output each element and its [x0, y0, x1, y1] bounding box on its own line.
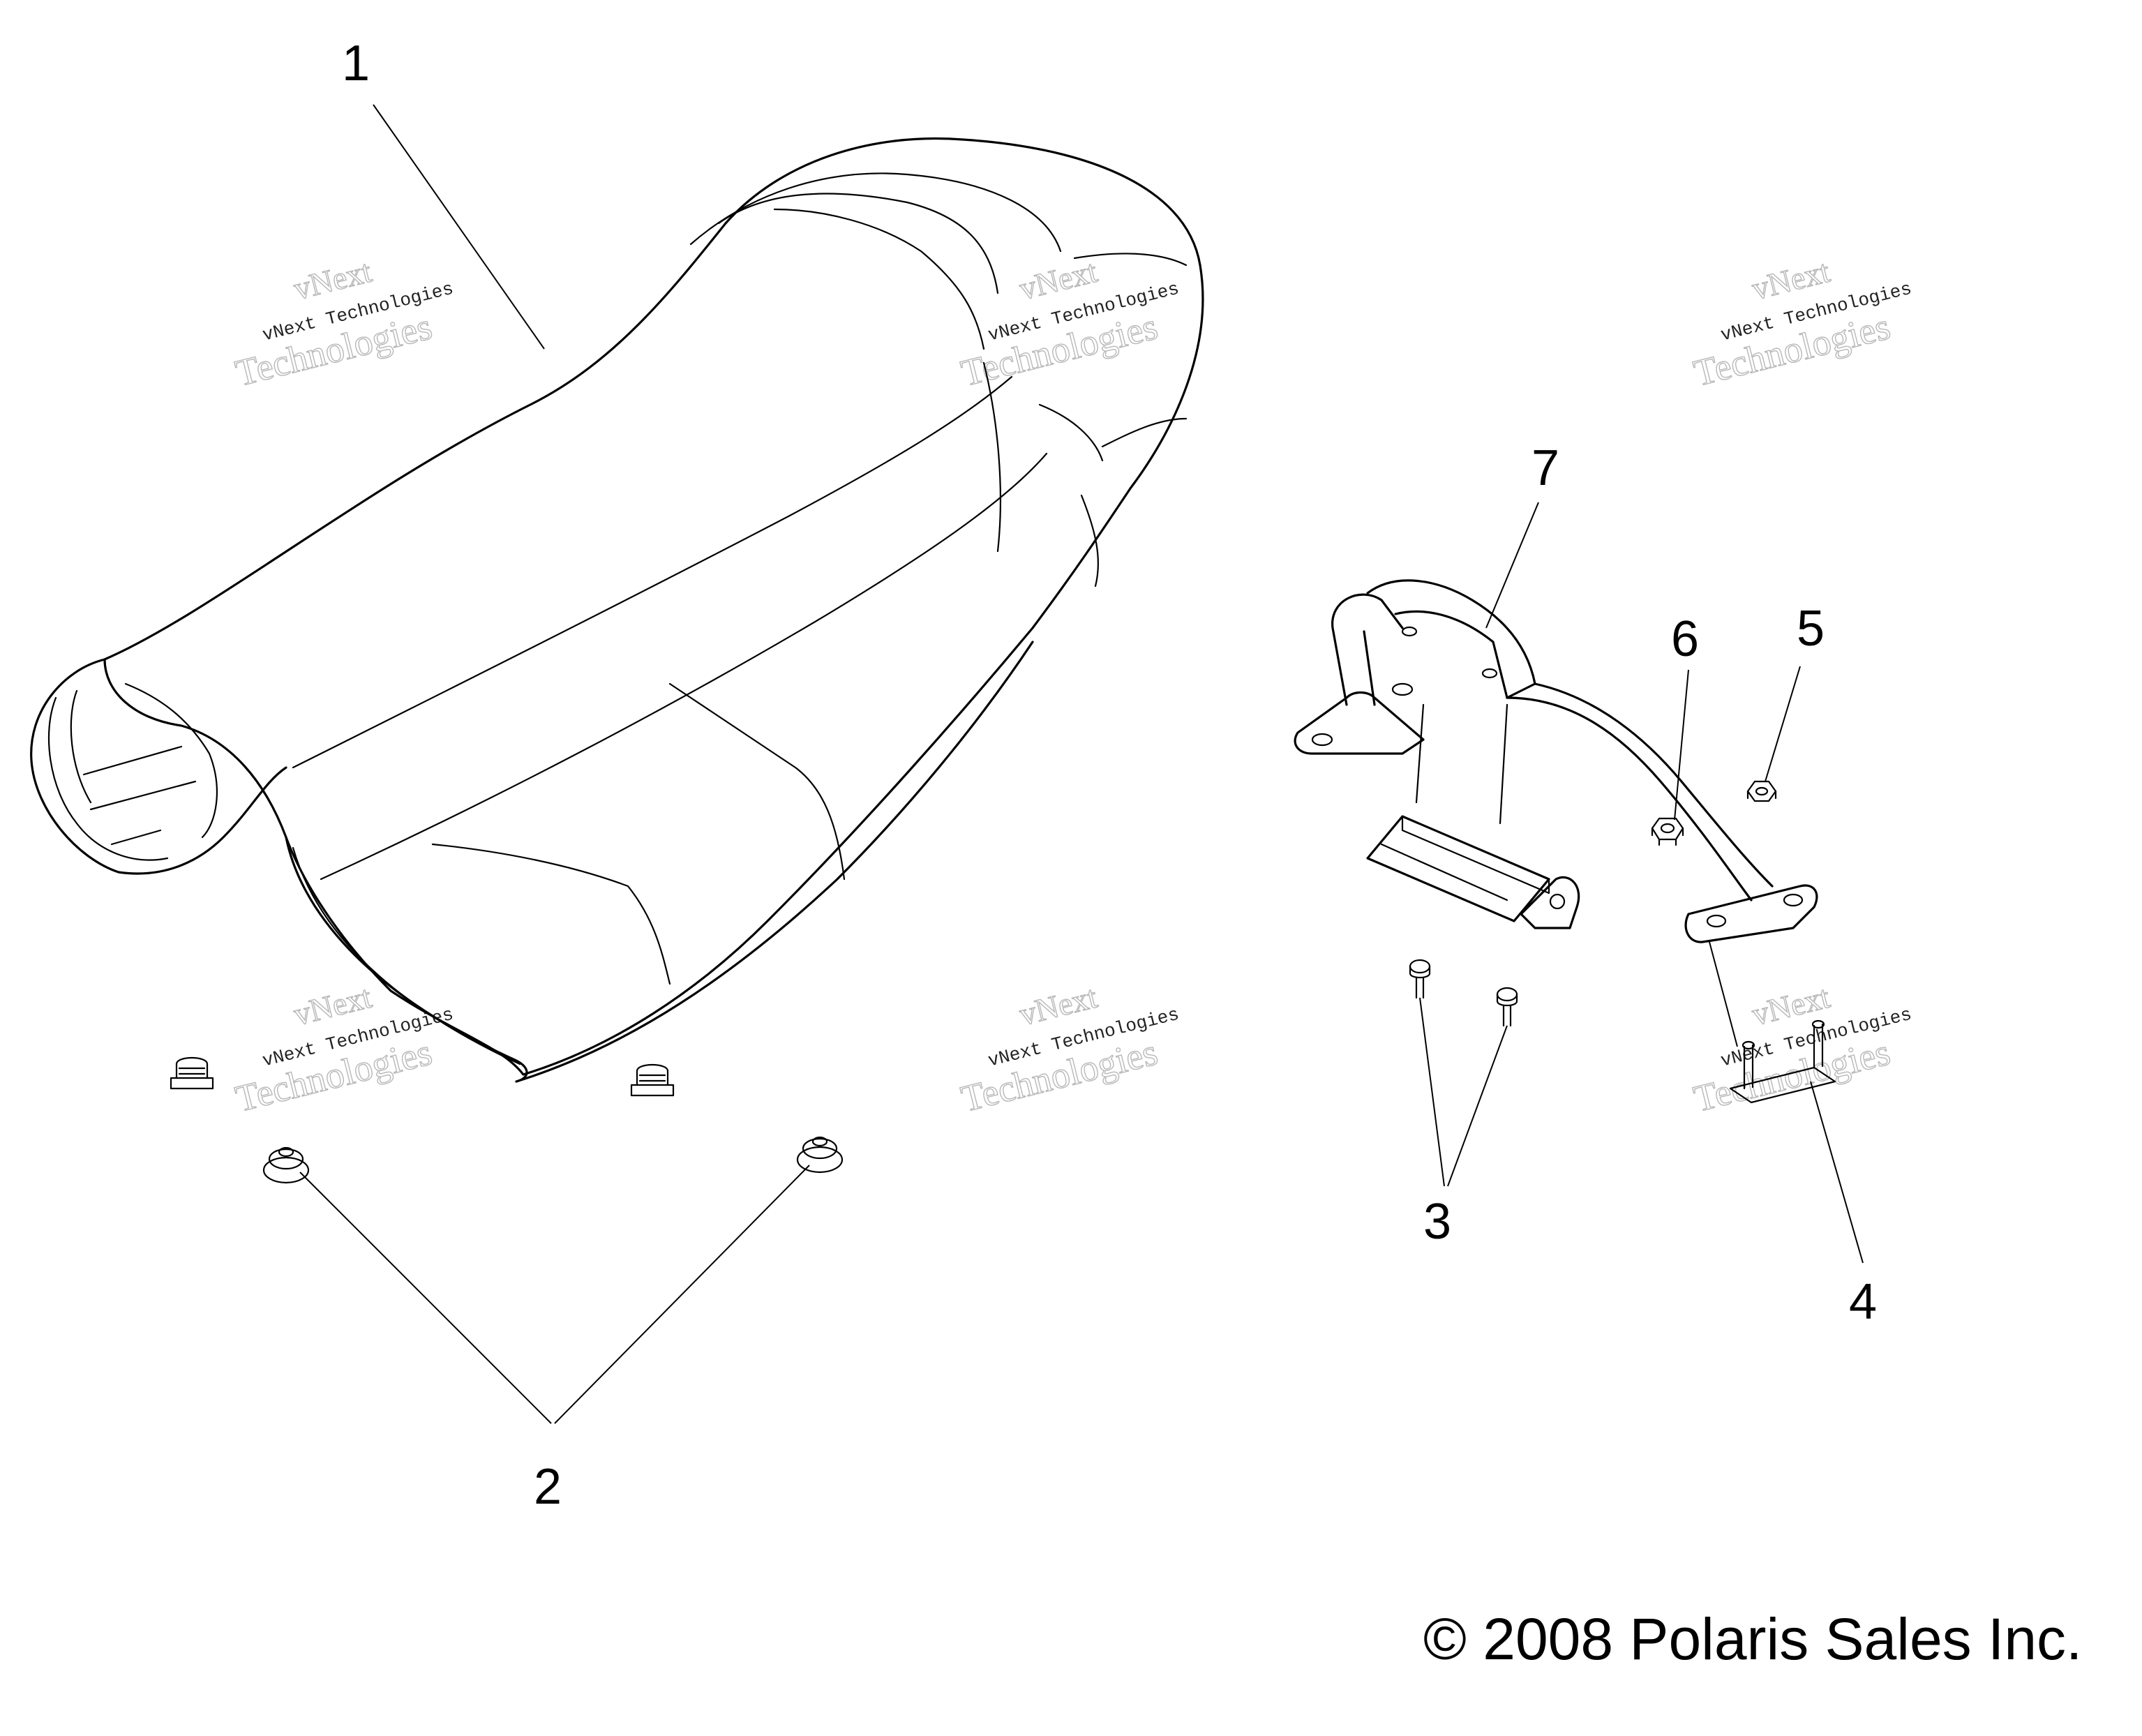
- leader-lines: [299, 104, 1864, 1424]
- grommet-1: [170, 1057, 214, 1090]
- leader-2a: [299, 1172, 552, 1424]
- grommet-4: [796, 1136, 844, 1174]
- svg-text:vNext: vNext: [1016, 979, 1101, 1033]
- svg-text:vNext: vNext: [1748, 979, 1834, 1033]
- leader-1: [373, 104, 545, 350]
- callout-6: 6: [1671, 611, 1699, 667]
- callout-3: 3: [1423, 1194, 1451, 1250]
- leader-3a: [1419, 997, 1445, 1187]
- leader-6: [1674, 669, 1689, 821]
- leader-4: [1810, 1081, 1864, 1264]
- grommet-3: [262, 1146, 310, 1184]
- watermark-mid-left: vNext vNext Technologies Technologies: [231, 978, 456, 1121]
- copyright-notice: © 2008 Polaris Sales Inc.: [1423, 1606, 2082, 1672]
- bolt-3a: [1409, 959, 1431, 999]
- callout-4: 4: [1849, 1274, 1877, 1330]
- svg-text:vNext: vNext: [1016, 253, 1101, 307]
- watermark-top-right: vNext vNext Technologies Technologies: [1689, 253, 1914, 395]
- svg-text:vNext: vNext: [290, 979, 375, 1033]
- grommets: [170, 1057, 844, 1184]
- leader-7: [1485, 502, 1539, 629]
- leader-5: [1765, 666, 1801, 782]
- leader-3b: [1447, 1025, 1508, 1187]
- watermark-top-center: vNext vNext Technologies Technologies: [957, 253, 1181, 395]
- callout-7: 7: [1531, 440, 1559, 496]
- bolt-3b: [1496, 987, 1518, 1027]
- callout-5: 5: [1797, 601, 1825, 657]
- grommet-2: [630, 1064, 675, 1097]
- leader-2b: [554, 1165, 810, 1424]
- seat-assembly: [30, 137, 1204, 1083]
- svg-text:vNext: vNext: [1748, 253, 1834, 307]
- callout-1: 1: [342, 36, 370, 91]
- callout-2: 2: [534, 1459, 562, 1515]
- callouts: 1 2 3 4 5 6 7: [342, 36, 1877, 1515]
- nut-5: [1746, 780, 1777, 802]
- svg-text:vNext: vNext: [290, 253, 375, 307]
- watermark-top-left: vNext vNext Technologies Technologies: [231, 253, 456, 395]
- stud-plate-4: [1729, 1019, 1836, 1104]
- nut-6: [1651, 817, 1684, 846]
- watermark-mid-center: vNext vNext Technologies Technologies: [957, 978, 1181, 1121]
- grab-rail-bracket: [1294, 579, 1818, 943]
- watermark-mid-right: vNext vNext Technologies Technologies: [1689, 978, 1914, 1121]
- leader-4b: [1709, 941, 1738, 1047]
